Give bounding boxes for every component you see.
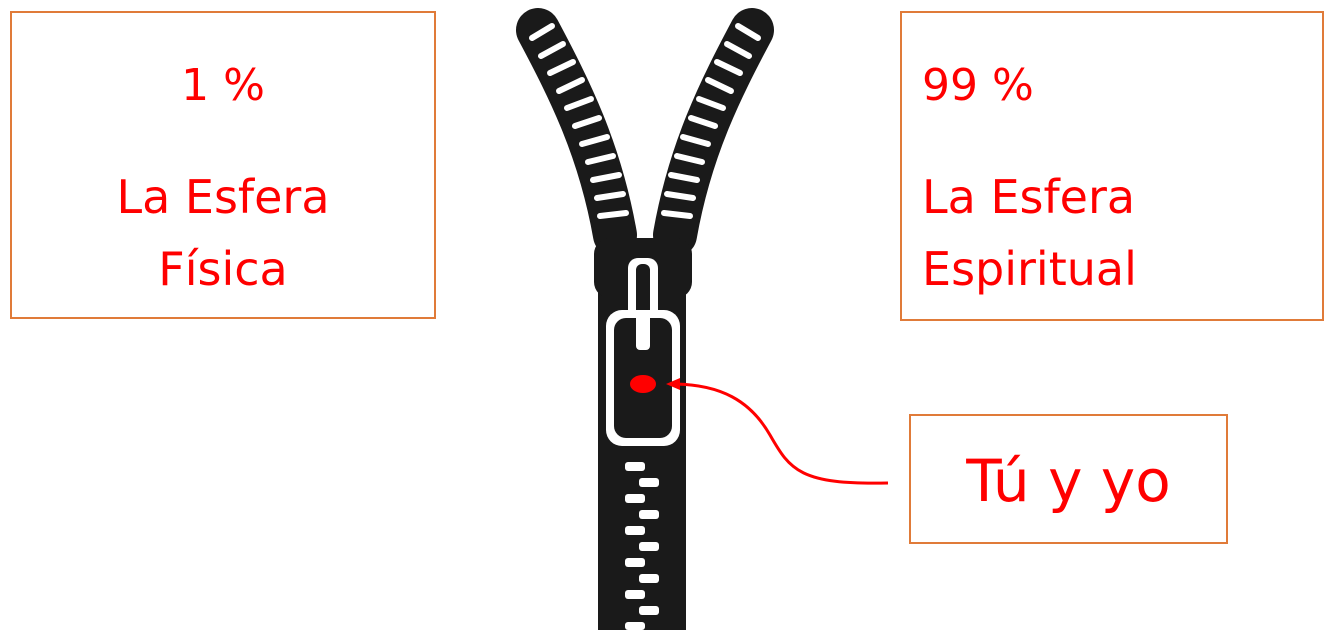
you-and-me-label: Tú y yo [966, 447, 1171, 515]
physical-sphere-label: La Esfera Física [12, 161, 434, 305]
red-dot-marker [630, 375, 656, 393]
you-and-me-box: Tú y yo [909, 414, 1228, 544]
physical-label-line2: Física [158, 242, 288, 296]
pointer-arrow [666, 378, 889, 485]
spiritual-sphere-box: 99 % La Esfera Espiritual [900, 11, 1324, 321]
zipper-slider [594, 238, 692, 446]
spiritual-label-line1: La Esfera [922, 170, 1136, 224]
physical-sphere-box: 1 % La Esfera Física [10, 11, 436, 319]
spiritual-percent: 99 % [922, 60, 1034, 111]
zipper-right-teeth [653, 8, 774, 257]
physical-label-line1: La Esfera [116, 170, 330, 224]
spiritual-sphere-label: La Esfera Espiritual [922, 161, 1137, 305]
physical-percent: 1 % [181, 60, 265, 111]
spiritual-label-line2: Espiritual [922, 242, 1137, 296]
zipper-left-teeth [516, 8, 637, 257]
